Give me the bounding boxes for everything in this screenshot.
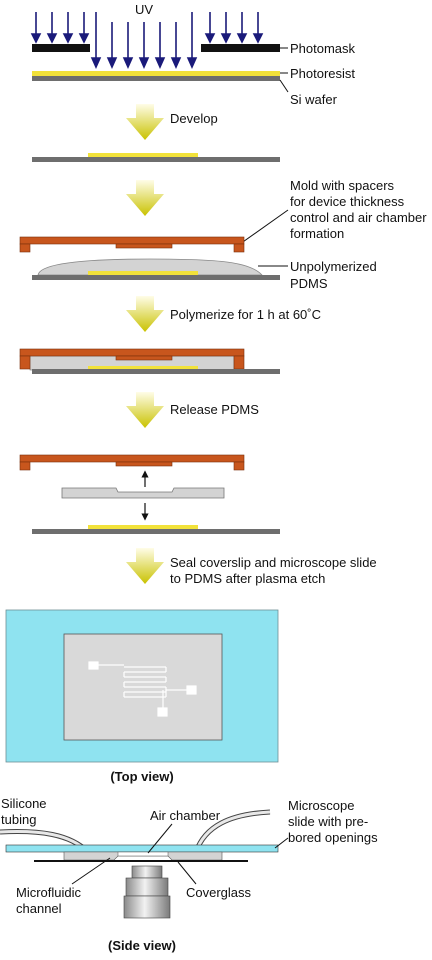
- photomask-left: [32, 44, 90, 52]
- mold-polymerize: [19, 348, 280, 374]
- release-label: Release PDMS: [170, 402, 259, 417]
- photoresist-label: Photoresist: [290, 66, 355, 81]
- silicone-label-line1: Silicone: [1, 796, 47, 811]
- si-wafer: [32, 76, 280, 81]
- released-wafer: [32, 529, 280, 534]
- released-mold: [19, 454, 245, 471]
- developed-wafer: [32, 157, 280, 162]
- photomask-label: Photomask: [290, 41, 356, 56]
- mold-label-line4: formation: [290, 226, 344, 241]
- micro-label-line1: Microfluidic: [16, 885, 82, 900]
- slide-label-line3: bored openings: [288, 830, 378, 845]
- top-view-channel: [88, 661, 197, 717]
- si-wafer-label: Si wafer: [290, 92, 338, 107]
- slide-label-line2: slide with pre-: [288, 814, 368, 829]
- mold-label-line1: Mold with spacers: [290, 178, 395, 193]
- photomask-right: [201, 44, 280, 52]
- released-photoresist: [88, 525, 198, 529]
- mold-wafer: [32, 275, 280, 280]
- released-pdms: [61, 487, 225, 499]
- process-arrow-release: [126, 392, 164, 428]
- side-view-air-chamber: [117, 851, 169, 857]
- process-arrow-seal: [126, 548, 164, 584]
- polymerize-label: Polymerize for 1 h at 60˚C: [170, 307, 321, 322]
- uv-arrows: [30, 12, 264, 69]
- uv-arrow-right-group: [204, 12, 264, 44]
- side-view-coverglass: [34, 860, 248, 862]
- mold: [19, 236, 245, 253]
- mold-label-line3: control and air chamber: [290, 210, 427, 225]
- process-arrow-develop: [126, 104, 164, 140]
- seal-label-line2: to PDMS after plasma etch: [170, 571, 325, 586]
- photoresist-layer: [32, 71, 280, 76]
- micro-label-line2: channel: [16, 901, 62, 916]
- process-arrow-polymerize: [126, 296, 164, 332]
- objective-lens: [123, 865, 171, 919]
- seal-label-line1: Seal coverslip and microscope slide: [170, 555, 377, 570]
- process-arrow-mold: [126, 180, 164, 216]
- coverglass-label: Coverglass: [186, 885, 252, 900]
- developed-photoresist: [88, 153, 198, 157]
- silicone-label-line2: tubing: [1, 812, 36, 827]
- uv-label: UV: [135, 2, 153, 17]
- top-view-label: (Top view): [110, 769, 173, 784]
- uv-arrow-left-group: [30, 12, 90, 44]
- uv-arrow-middle-group: [90, 12, 198, 69]
- slide-label-line1: Microscope: [288, 798, 354, 813]
- mold-photoresist: [88, 271, 198, 275]
- unpoly-label-line1: Unpolymerized: [290, 259, 377, 274]
- unpoly-label-line2: PDMS: [290, 276, 328, 291]
- side-view-slide: [5, 844, 279, 853]
- side-view-label: (Side view): [108, 938, 176, 953]
- mold-label-line2: for device thickness: [290, 194, 405, 209]
- air-chamber-label: Air chamber: [150, 808, 221, 823]
- develop-label: Develop: [170, 111, 218, 126]
